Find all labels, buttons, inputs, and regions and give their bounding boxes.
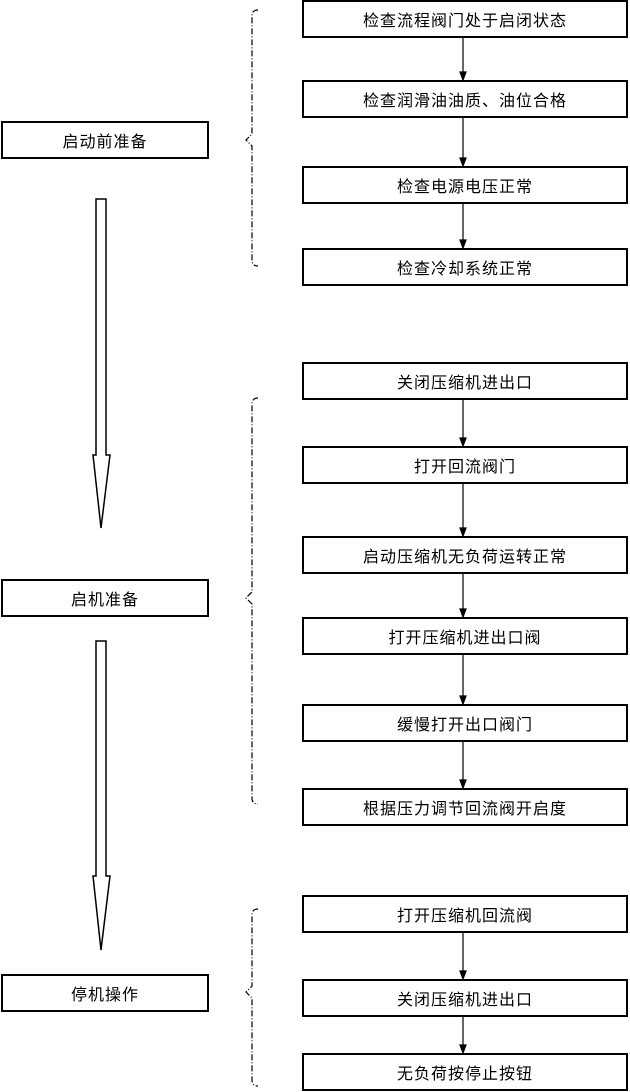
- step-label: 检查流程阀门处于启闭状态: [362, 11, 567, 30]
- phase-label: 停机操作: [70, 985, 139, 1004]
- arrow-down-icon: [459, 527, 467, 538]
- step-box: 打开压缩机进出口阀: [302, 617, 628, 655]
- step-box: 检查润滑油油质、油位合格: [302, 80, 628, 118]
- step-label: 根据压力调节回流阀开启度: [362, 799, 567, 818]
- step-label: 检查电源电压正常: [396, 177, 533, 196]
- arrow-down-icon: [459, 239, 467, 250]
- phase-label: 启动前准备: [62, 132, 148, 151]
- brace-3: [245, 908, 259, 1087]
- phase-box-shutdown: 停机操作: [1, 974, 209, 1012]
- phase-arrow-2: [92, 640, 111, 951]
- phase-label: 启机准备: [70, 590, 139, 609]
- phase-box-pre-start: 启动前准备: [1, 121, 209, 159]
- step-box: 打开压缩机回流阀: [302, 895, 628, 933]
- brace-1: [245, 9, 259, 267]
- step-box: 打开回流阀门: [302, 446, 628, 484]
- step-label: 打开压缩机进出口阀: [388, 628, 542, 647]
- step-label: 关闭压缩机进出口: [396, 990, 533, 1009]
- step-label: 检查润滑油油质、油位合格: [362, 91, 567, 110]
- step-label: 打开回流阀门: [413, 457, 516, 476]
- arrow-down-icon: [459, 970, 467, 981]
- step-box: 检查电源电压正常: [302, 166, 628, 204]
- step-box: 关闭压缩机进出口: [302, 362, 628, 400]
- step-box: 无负荷按停止按钮: [302, 1053, 628, 1091]
- phase-arrow-1: [92, 198, 111, 529]
- step-label: 缓慢打开出口阀门: [396, 715, 533, 734]
- step-box: 缓慢打开出口阀门: [302, 704, 628, 742]
- step-box: 启动压缩机无负荷运转正常: [302, 536, 628, 574]
- step-box: 根据压力调节回流阀开启度: [302, 788, 628, 826]
- step-label: 启动压缩机无负荷运转正常: [362, 547, 567, 566]
- arrow-down-icon: [459, 779, 467, 790]
- arrow-down-icon: [459, 608, 467, 619]
- arrow-down-icon: [459, 71, 467, 82]
- step-box: 关闭压缩机进出口: [302, 979, 628, 1017]
- phase-box-start-prep: 启机准备: [1, 579, 209, 617]
- step-label: 打开压缩机回流阀: [396, 906, 533, 925]
- arrow-down-icon: [459, 1044, 467, 1055]
- arrow-down-icon: [459, 695, 467, 706]
- arrow-down-icon: [459, 157, 467, 168]
- brace-2: [245, 397, 259, 805]
- step-label: 关闭压缩机进出口: [396, 373, 533, 392]
- step-label: 无负荷按停止按钮: [396, 1064, 533, 1083]
- step-box: 检查流程阀门处于启闭状态: [302, 0, 628, 38]
- step-label: 检查冷却系统正常: [396, 259, 533, 278]
- step-box: 检查冷却系统正常: [302, 248, 628, 286]
- arrow-down-icon: [459, 437, 467, 448]
